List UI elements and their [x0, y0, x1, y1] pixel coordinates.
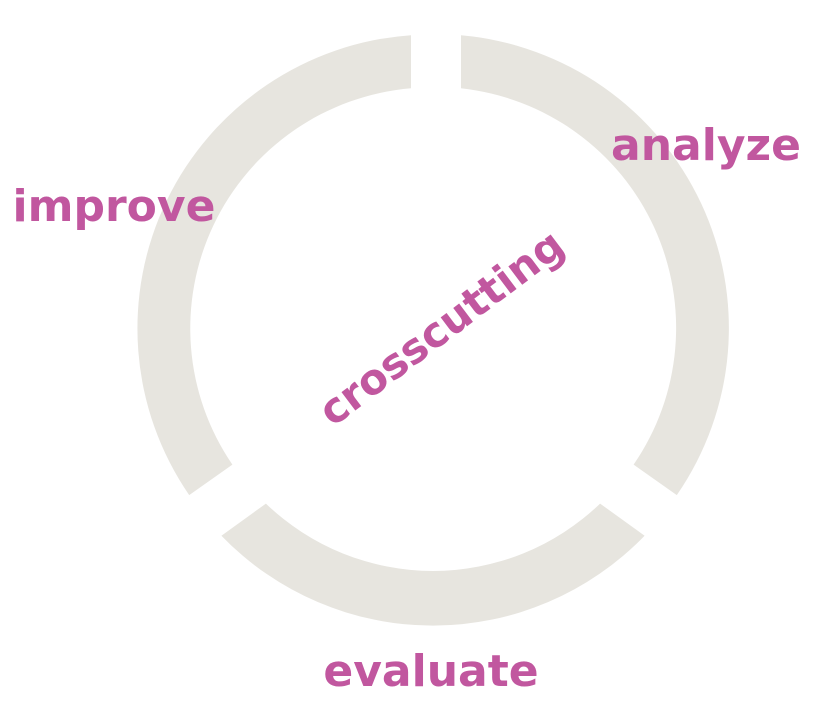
ring-segment-analyze — [461, 35, 729, 496]
ring-segment-evaluate — [221, 503, 645, 626]
ring-segment-improve — [137, 35, 411, 496]
stage-label-evaluate: evaluate — [323, 646, 538, 697]
cycle-ring — [137, 35, 729, 626]
stage-label-analyze: analyze — [611, 120, 801, 171]
stage-label-improve: improve — [13, 181, 216, 232]
center-label-crosscutting: crosscutting — [309, 220, 573, 436]
